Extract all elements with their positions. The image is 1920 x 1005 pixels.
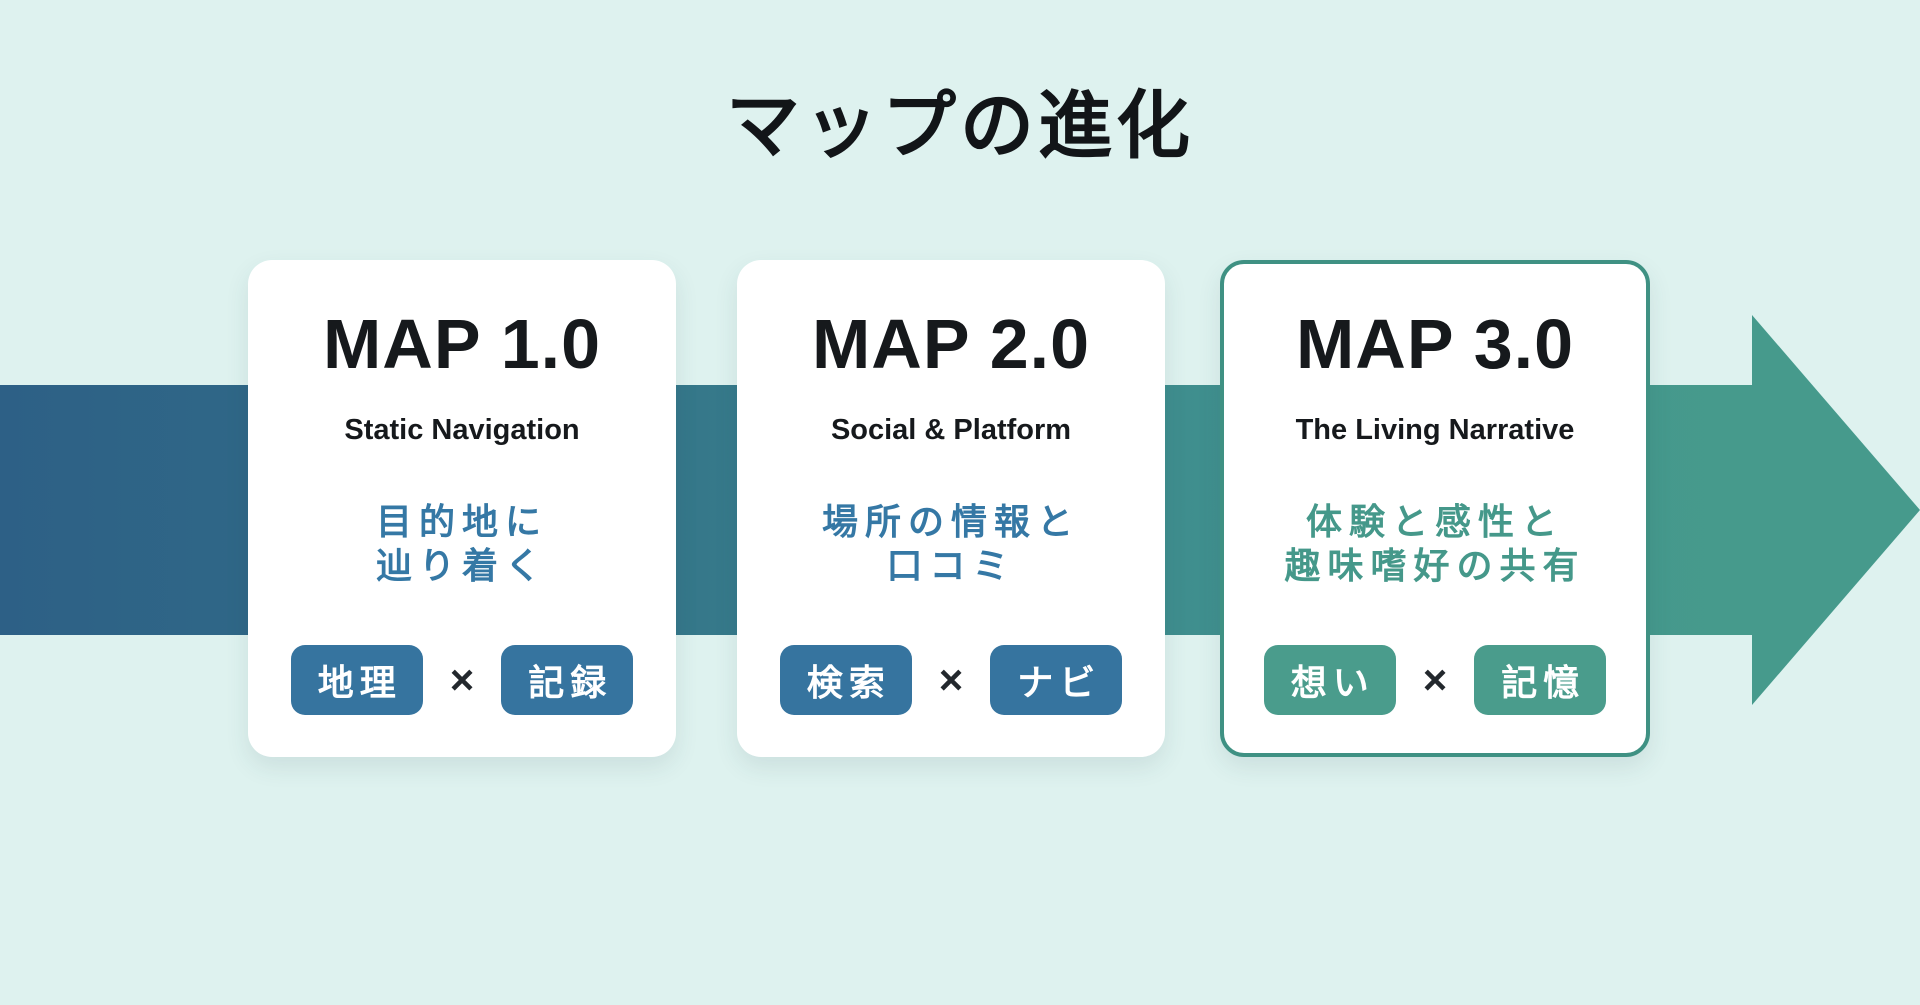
card-map-1-0: MAP 1.0 Static Navigation 目的地に 辿り着く 地理 ×… xyxy=(248,260,676,757)
badge-left: 地理 xyxy=(290,645,423,715)
card-description: 体験と感性と 趣味嗜好の共有 xyxy=(1284,500,1585,588)
description-line: 場所の情報と xyxy=(821,501,1080,542)
badge-left: 想い xyxy=(1263,645,1396,715)
badge-left: 検索 xyxy=(779,645,912,715)
card-subtitle: Social & Platform xyxy=(830,414,1072,446)
badge-row: 地理 × 記録 xyxy=(290,645,634,715)
multiply-sign: × xyxy=(938,656,964,703)
badge-right: 記憶 xyxy=(1474,645,1607,715)
card-subtitle: Static Navigation xyxy=(344,414,580,446)
card-heading: MAP 2.0 xyxy=(811,305,1091,383)
description-line: 口コミ xyxy=(886,545,1016,586)
multiply-sign: × xyxy=(449,656,475,703)
card-map-3-0: MAP 3.0 The Living Narrative 体験と感性と 趣味嗜好… xyxy=(1220,260,1650,757)
badge-row: 想い × 記憶 xyxy=(1263,645,1607,715)
evolution-arrow-head-icon xyxy=(1752,315,1920,705)
card-heading: MAP 1.0 xyxy=(322,305,602,383)
card-subtitle: The Living Narrative xyxy=(1295,414,1575,446)
badge-right: ナビ xyxy=(990,645,1123,715)
badge-right: 記録 xyxy=(501,645,634,715)
multiply-sign: × xyxy=(1422,656,1448,703)
page-title: マップの進化 xyxy=(726,84,1194,167)
card-description: 目的地に 辿り着く xyxy=(376,500,548,588)
description-line: 趣味嗜好の共有 xyxy=(1284,545,1586,586)
card-heading: MAP 3.0 xyxy=(1295,305,1575,383)
badge-row: 検索 × ナビ xyxy=(779,645,1123,715)
description-line: 体験と感性と xyxy=(1305,501,1564,542)
card-map-2-0: MAP 2.0 Social & Platform 場所の情報と 口コミ 検索 … xyxy=(737,260,1165,757)
card-description: 場所の情報と 口コミ xyxy=(822,500,1080,588)
description-line: 目的地に xyxy=(375,501,548,542)
description-line: 辿り着く xyxy=(375,545,548,586)
